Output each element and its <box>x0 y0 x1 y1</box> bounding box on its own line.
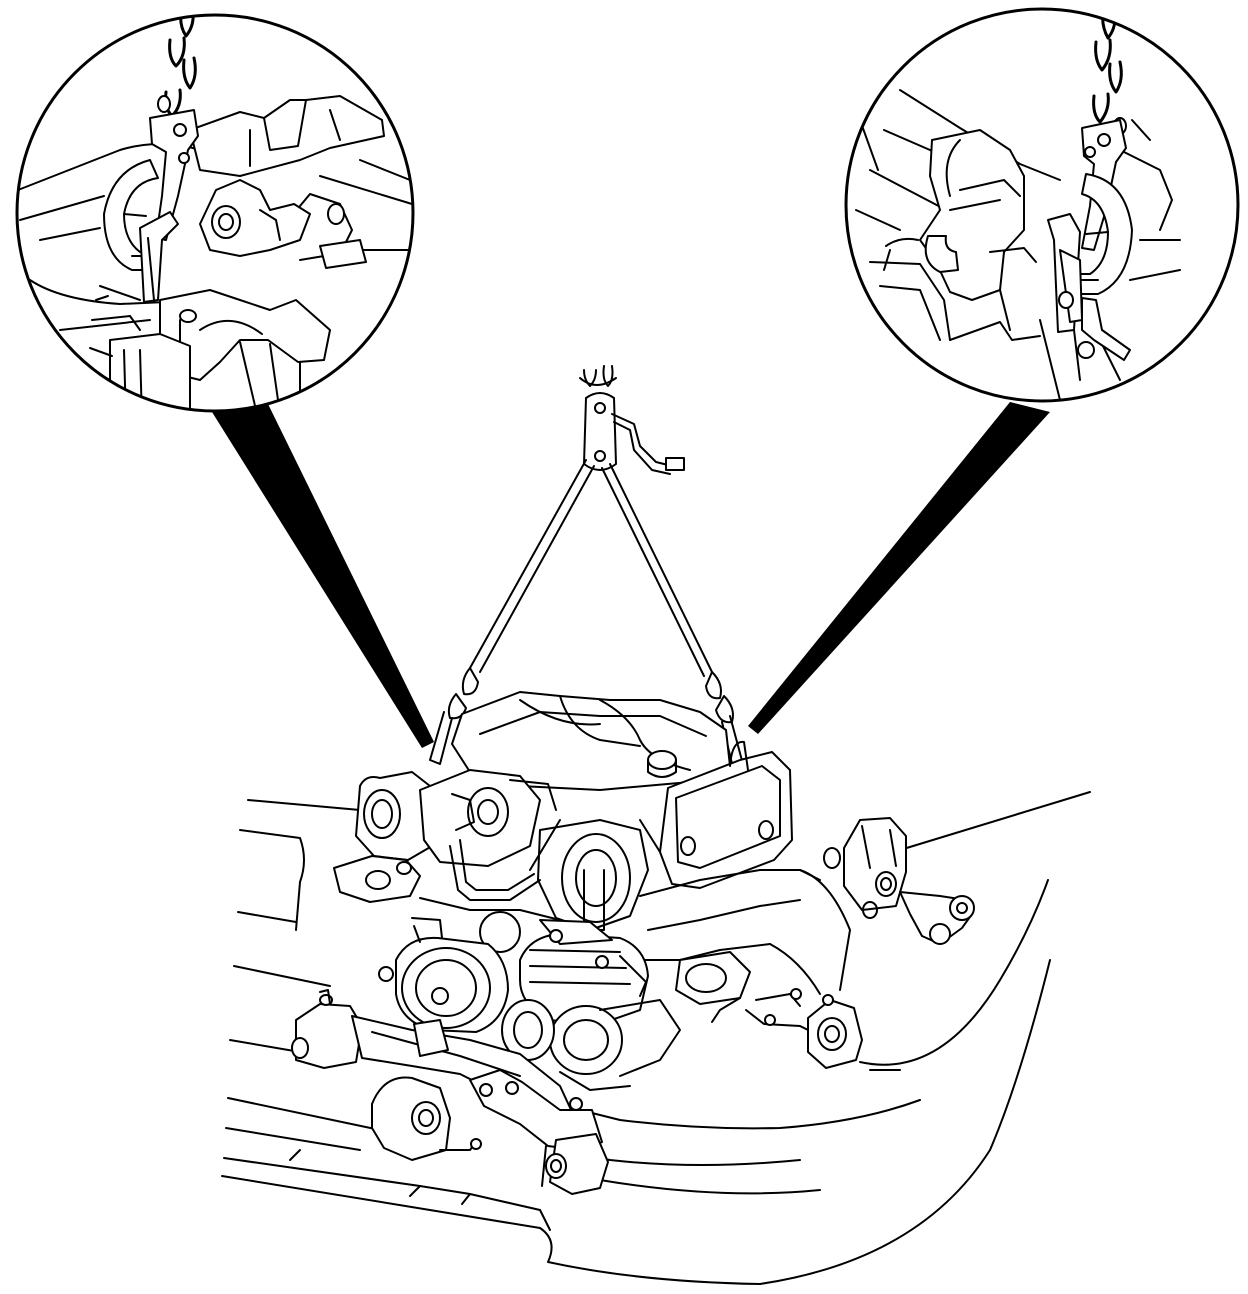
chain-hoist <box>429 365 745 773</box>
engine-assembly <box>333 691 851 1091</box>
right-lift-chain <box>609 463 713 673</box>
right-cylinder-head-cover <box>659 751 793 889</box>
right-callout-pointer <box>748 402 1050 734</box>
left-lift-chain <box>469 459 587 669</box>
left-callout-pointer <box>212 404 434 748</box>
right-callout-circle <box>844 7 1240 403</box>
hoist-hook-plate <box>583 392 617 471</box>
vehicle-body <box>221 791 1091 1285</box>
rear-upper-mount-bracket <box>843 817 907 911</box>
rear-mounts <box>745 817 975 1069</box>
left-callout-circle <box>15 13 415 413</box>
oil-filler-cap <box>647 750 677 770</box>
crankshaft-pulley <box>549 1005 623 1075</box>
front-right-mount <box>549 1133 609 1195</box>
front-left-mount <box>295 1003 363 1069</box>
center-engine-mount <box>371 1076 451 1161</box>
left-detail-callout <box>15 13 415 413</box>
right-detail-callout <box>844 7 1240 403</box>
front-subframe <box>291 989 609 1195</box>
callout-pointers <box>212 402 1050 748</box>
